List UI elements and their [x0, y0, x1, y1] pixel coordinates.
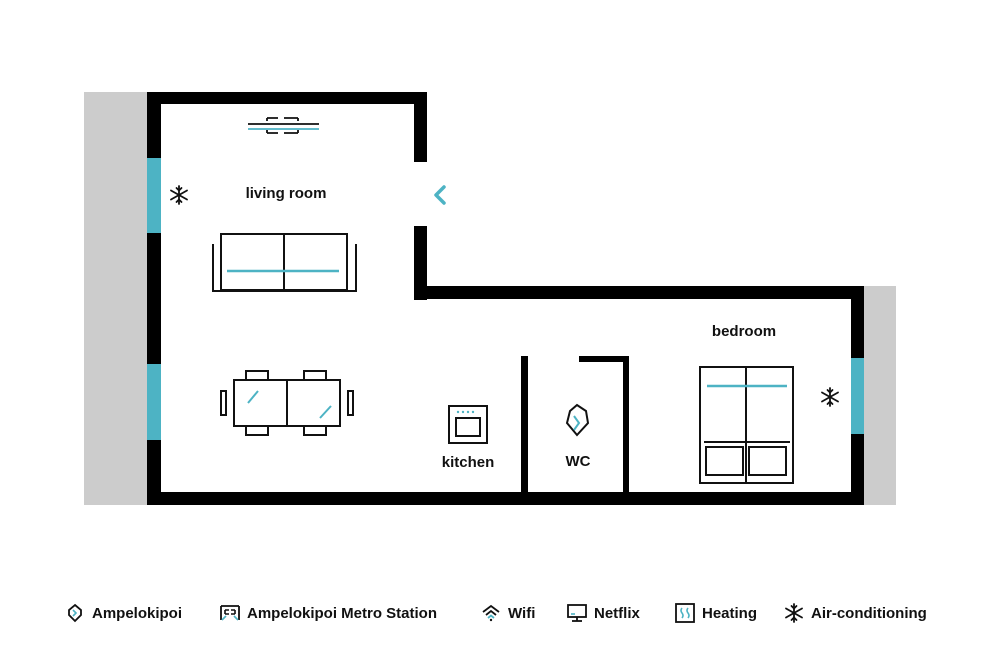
snowflake-icon	[170, 185, 188, 205]
legend-label: Ampelokipoi	[92, 604, 183, 622]
legend-item-heating: Heating	[674, 596, 757, 630]
room-label-living-room: living room	[246, 185, 327, 202]
windows	[147, 158, 864, 440]
walls	[147, 92, 864, 505]
room-label-kitchen: kitchen	[442, 454, 495, 471]
snowflake-icon	[785, 603, 803, 623]
oven-icon	[448, 405, 488, 444]
tv-monitor-icon	[567, 604, 587, 622]
legend-label: Heating	[702, 604, 758, 622]
legend-label: Netflix	[594, 604, 640, 622]
legend: Ampelokipoi Ampelokipoi Metro Station Wi…	[0, 596, 1000, 630]
location-pin-icon	[68, 603, 82, 623]
bed-icon	[699, 366, 794, 484]
toilet-icon	[565, 403, 590, 437]
balcony-right	[864, 286, 896, 505]
legend-item-netflix: Netflix	[566, 596, 640, 630]
legend-item-location: Ampelokipoi	[64, 596, 182, 630]
floor-plan: living room kitchen WC bedroom	[84, 92, 896, 505]
legend-label: Air-conditioning	[811, 604, 927, 622]
legend-label: Wifi	[508, 604, 536, 622]
dining-table-icon	[220, 370, 354, 436]
tv-unit-icon	[248, 117, 319, 134]
room-label-wc: WC	[566, 453, 591, 470]
metro-station-icon	[220, 605, 240, 621]
snowflake-icon	[821, 387, 839, 407]
entrance-arrow-icon	[434, 185, 446, 205]
sofa-icon	[212, 233, 357, 292]
heating-icon	[675, 603, 695, 623]
balcony-left	[84, 92, 148, 505]
legend-item-wifi: Wifi	[480, 596, 535, 630]
legend-label: Ampelokipoi Metro Station	[247, 604, 438, 622]
legend-item-air-conditioning: Air-conditioning	[783, 596, 927, 630]
room-label-bedroom: bedroom	[712, 323, 776, 340]
legend-item-metro: Ampelokipoi Metro Station	[219, 596, 437, 630]
wifi-icon	[482, 604, 500, 622]
